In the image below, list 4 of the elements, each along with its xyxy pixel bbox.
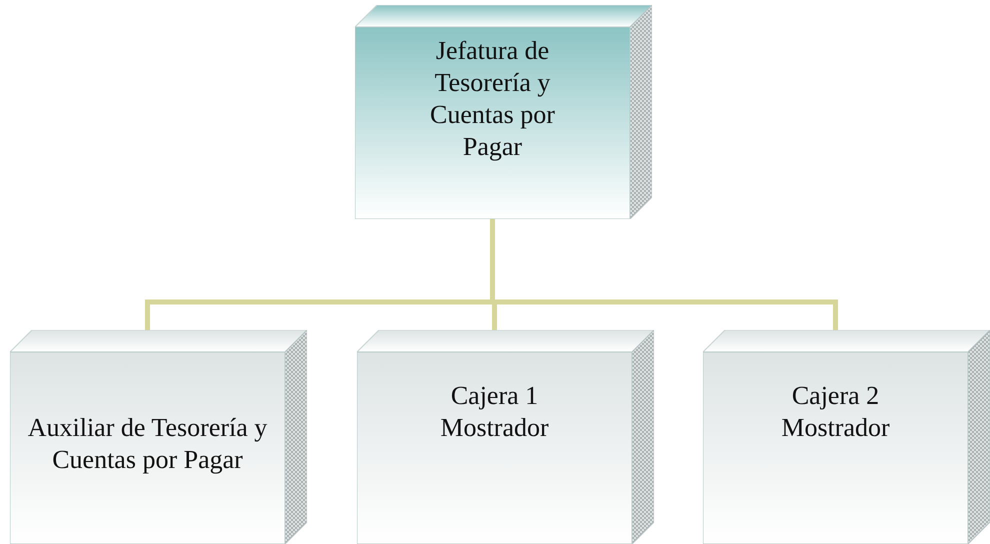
- box-label: Auxiliar de Tesorería y Cuentas por Pagar: [26, 412, 268, 476]
- box-label: Cajera 1 Mostrador: [440, 380, 549, 444]
- box-label: Jefatura de Tesorería y Cuentas por Pagar: [429, 35, 556, 163]
- box-label: Cajera 2 Mostrador: [781, 380, 890, 444]
